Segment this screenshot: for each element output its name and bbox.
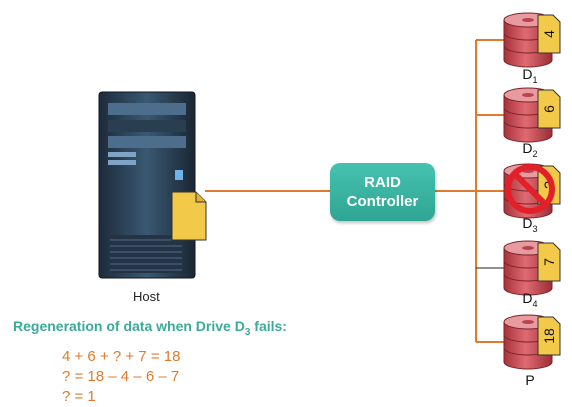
host-data-note-icon xyxy=(171,191,207,241)
drive-d2: 6 xyxy=(503,87,561,143)
equation-line-2: ? = 18 – 4 – 6 – 7 xyxy=(62,368,180,385)
drive-note-value: 4 xyxy=(541,30,557,38)
drive-label-p: P xyxy=(525,372,535,388)
host-server-icon xyxy=(98,91,196,279)
drive-label-d3: D3 xyxy=(522,215,538,234)
drive-label-d1: D1 xyxy=(522,66,538,85)
connectors xyxy=(205,39,506,343)
raid-controller-line1: RAID xyxy=(364,174,401,191)
drive-note-icon xyxy=(537,242,561,282)
host-label: Host xyxy=(133,289,160,304)
drive-label-d4: D4 xyxy=(522,290,538,309)
drive-note-value: 18 xyxy=(541,328,557,344)
raid-controller-line2: Controller xyxy=(346,193,419,210)
raid-controller: RAID Controller xyxy=(330,163,435,221)
drive-note-value: 7 xyxy=(541,258,557,266)
drive-note-value: 6 xyxy=(541,105,557,113)
drive-note-icon xyxy=(537,89,561,129)
regeneration-heading: Regeneration of data when Drive D3 fails… xyxy=(13,318,287,338)
drive-label-d2: D2 xyxy=(522,140,538,159)
equation-line-3: ? = 1 xyxy=(62,388,96,405)
drive-p: 18 xyxy=(503,314,561,370)
drive-note-icon xyxy=(537,316,561,356)
drive-d4: 7 xyxy=(503,240,561,296)
drive-note-icon xyxy=(537,14,561,54)
drive-d1: 4 xyxy=(503,12,561,68)
failed-prohibition-icon xyxy=(505,164,555,214)
drive-d3: ? xyxy=(503,163,561,219)
equation-line-1: 4 + 6 + ? + 7 = 18 xyxy=(62,348,181,365)
drives: 4 6? 7 18 xyxy=(503,12,561,370)
